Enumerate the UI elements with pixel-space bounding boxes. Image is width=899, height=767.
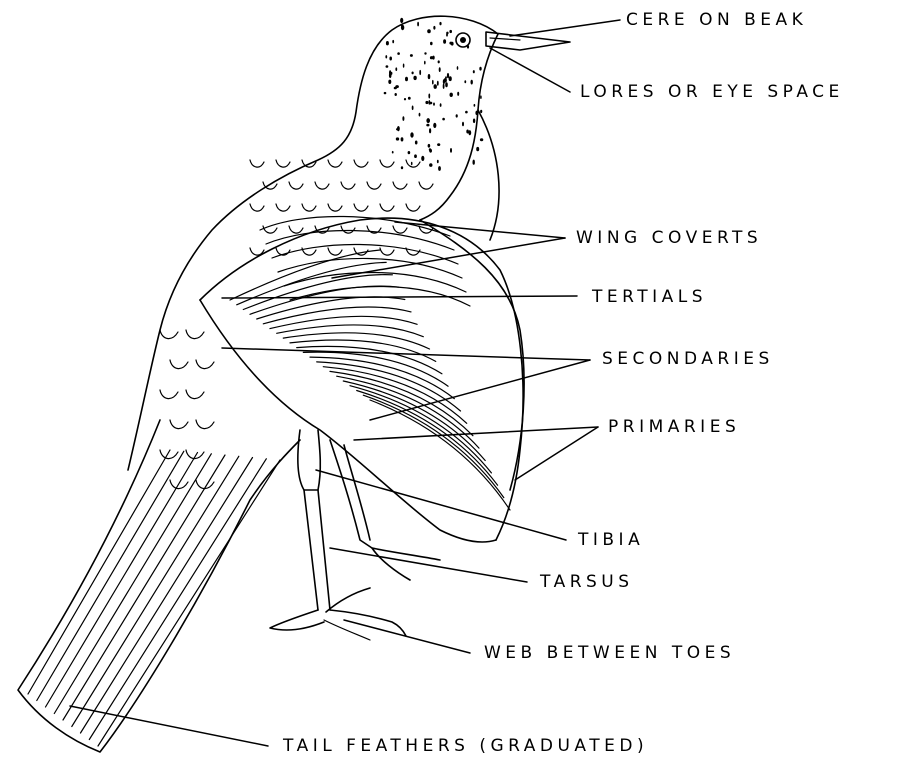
leader-cere <box>510 20 620 36</box>
bird-body-outline <box>128 16 570 490</box>
leader-lines <box>70 20 620 746</box>
leader-tertials <box>222 296 577 298</box>
leader-primaries-1 <box>354 427 598 440</box>
label-secondaries: SECONDARIES <box>602 349 774 369</box>
label-lores: LORES OR EYE SPACE <box>580 82 844 102</box>
label-tibia: TIBIA <box>578 530 644 550</box>
label-wing-coverts: WING COVERTS <box>576 228 762 248</box>
tail-illustration <box>18 420 300 752</box>
label-web-between-toes: WEB BETWEEN TOES <box>484 643 735 663</box>
wing-illustration <box>200 216 523 541</box>
leader-lores <box>490 48 570 92</box>
breast-feather-scales <box>160 160 433 489</box>
head-speckles <box>384 18 484 171</box>
leader-tail <box>70 706 268 746</box>
label-tertials: TERTIALS <box>592 287 707 307</box>
leader-primaries-2 <box>515 427 598 480</box>
label-primaries: PRIMARIES <box>608 417 740 437</box>
label-tarsus: TARSUS <box>540 572 634 592</box>
label-cere-on-beak: CERE ON BEAK <box>626 10 807 30</box>
legs-illustration <box>270 430 440 640</box>
leader-tibia <box>316 470 566 540</box>
label-tail-feathers: TAIL FEATHERS (GRADUATED) <box>283 736 648 756</box>
leader-tarsus <box>330 548 527 582</box>
leader-secondaries-1 <box>222 348 590 360</box>
